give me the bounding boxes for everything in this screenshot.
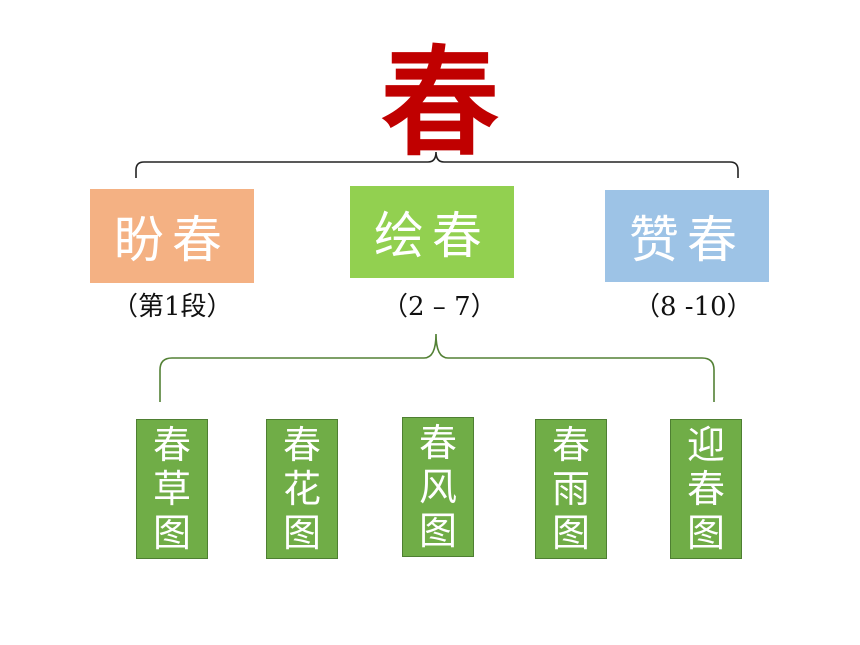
branch-box-huichun: 绘春 bbox=[350, 186, 514, 278]
picture-box-chunhua: 春 花 图 bbox=[266, 419, 338, 559]
picture-char: 迎 bbox=[686, 423, 725, 467]
branch-range-3: （8 -10） bbox=[634, 292, 753, 322]
picture-char: 风 bbox=[418, 465, 457, 509]
picture-box-chuncao: 春 草 图 bbox=[136, 419, 208, 559]
branch-range-2: （2 – 7） bbox=[382, 292, 497, 322]
picture-char: 图 bbox=[282, 511, 321, 555]
picture-char: 春 bbox=[686, 467, 725, 511]
picture-char: 雨 bbox=[551, 467, 590, 511]
main-title: 春 bbox=[380, 33, 499, 172]
picture-char: 图 bbox=[418, 509, 457, 553]
picture-box-yingchun: 迎 春 图 bbox=[670, 419, 742, 559]
branch-range-1: （第1段） bbox=[112, 292, 233, 322]
bottom-brace bbox=[159, 333, 715, 402]
branch-box-zanchun: 赞春 bbox=[605, 190, 769, 282]
top-brace bbox=[135, 151, 739, 178]
picture-box-chunyu: 春 雨 图 bbox=[535, 419, 607, 559]
picture-char: 图 bbox=[152, 511, 191, 555]
picture-char: 春 bbox=[418, 421, 457, 465]
picture-char: 草 bbox=[152, 467, 191, 511]
picture-char: 春 bbox=[282, 423, 321, 467]
picture-char: 花 bbox=[282, 467, 321, 511]
branch-box-panchun: 盼春 bbox=[90, 189, 254, 283]
picture-box-chunfeng: 春 风 图 bbox=[402, 417, 474, 557]
picture-char: 春 bbox=[551, 423, 590, 467]
picture-char: 春 bbox=[152, 423, 191, 467]
picture-char: 图 bbox=[686, 511, 725, 555]
picture-char: 图 bbox=[551, 511, 590, 555]
